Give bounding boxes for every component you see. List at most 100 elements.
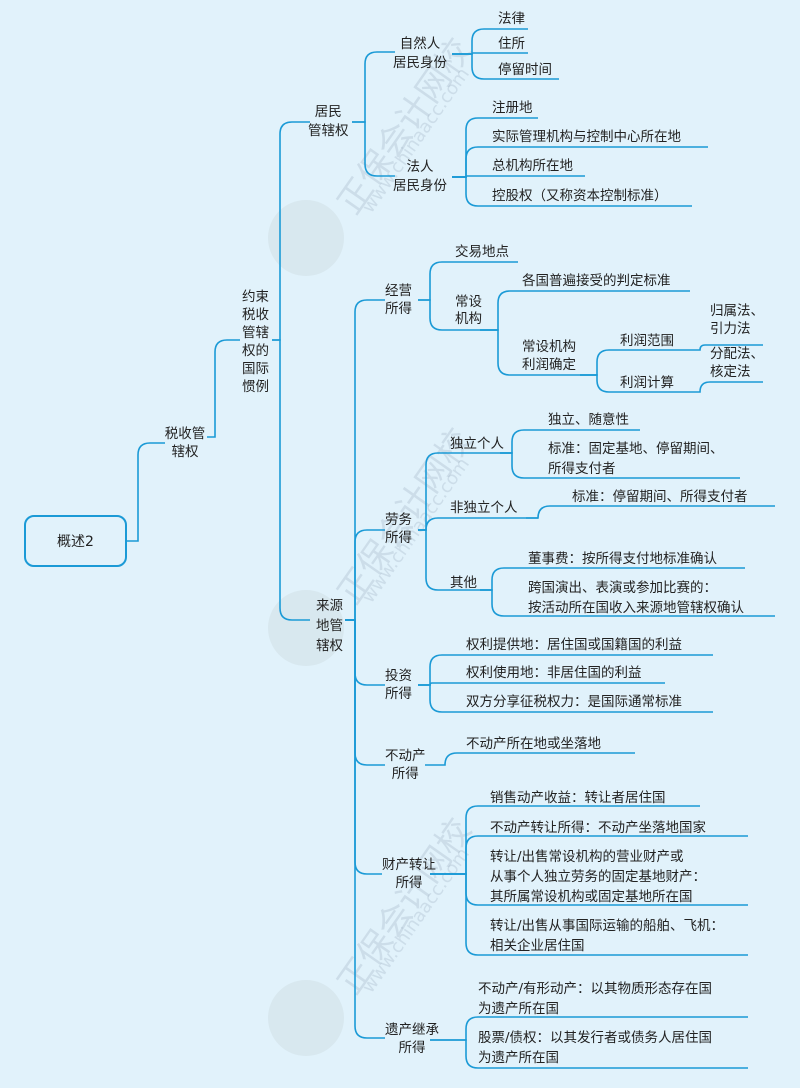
- item-independent-2[interactable]: 标准：固定基地、停留期间、所得支付者: [548, 439, 724, 479]
- item-performers[interactable]: 跨国演出、表演或参加比赛的：按活动所在国收入来源地管辖权确认: [528, 578, 744, 618]
- item-profit-calc[interactable]: 利润计算: [620, 375, 674, 391]
- node-transfer-income[interactable]: 财产转让所得: [382, 856, 436, 892]
- connector-line: [352, 51, 395, 123]
- text-line: 所得: [385, 530, 412, 546]
- item-independent-1[interactable]: 独立、随意性: [548, 412, 629, 428]
- item-registration[interactable]: 注册地: [492, 100, 533, 116]
- node-other[interactable]: 其他: [450, 575, 477, 591]
- node-pe-profit[interactable]: 常设机构利润确定: [522, 338, 576, 374]
- connector-line: [418, 684, 713, 713]
- connector-line: [526, 505, 775, 519]
- connector-line: [480, 290, 690, 331]
- item-investment-2[interactable]: 权利使用地：非居住国的利益: [466, 665, 642, 681]
- text-line: 核定法: [710, 364, 751, 380]
- connector-line: [345, 529, 385, 621]
- node-natural-person[interactable]: 自然人居民身份: [393, 35, 447, 73]
- connector-line: [500, 429, 640, 454]
- item-director-fees[interactable]: 董事费：按所得支付地标准确认: [528, 551, 717, 567]
- text-line: 机构: [455, 311, 482, 327]
- text-line: 管辖: [242, 325, 269, 341]
- item-inheritance-2[interactable]: 股票/债权：以其发行者或债务人居住国为遗产所在国: [478, 1028, 712, 1068]
- item-transaction-place[interactable]: 交易地点: [455, 244, 509, 260]
- connector-line: [345, 299, 385, 621]
- connector-line: [345, 619, 385, 766]
- text-line: 所得支付者: [548, 461, 616, 477]
- text-line: 利润确定: [522, 357, 576, 373]
- connector-line: [430, 1039, 748, 1069]
- node-realestate-income[interactable]: 不动产所得: [385, 747, 426, 783]
- connector-line: [345, 619, 382, 875]
- node-legal-person[interactable]: 法人居民身份: [393, 158, 447, 196]
- node-labor-income[interactable]: 劳务所得: [385, 511, 412, 547]
- text-line: 居民身份: [393, 178, 447, 194]
- text-line: 股票/债权：以其发行者或债务人居住国: [478, 1030, 713, 1046]
- text-line: 分配法、: [710, 346, 764, 362]
- text-line: 国际: [242, 361, 269, 377]
- item-effective-management[interactable]: 实际管理机构与控制中心所在地: [492, 129, 681, 145]
- item-transfer-1[interactable]: 销售动产收益：转让者居住国: [490, 790, 666, 806]
- node-tax-jurisdiction[interactable]: 税收管辖权: [164, 426, 206, 460]
- connector-line: [480, 589, 775, 617]
- watermark-logo: [268, 980, 344, 1056]
- text-line: 惯例: [242, 379, 269, 395]
- text-line: 不动产/有形动产：以其物质形态存在国: [478, 981, 713, 997]
- text-line: 劳务: [385, 512, 412, 528]
- root-node[interactable]: 概述2: [24, 515, 127, 567]
- connector-line: [430, 1016, 748, 1041]
- connector-line: [418, 654, 713, 686]
- node-inheritance-income[interactable]: 遗产继承所得: [385, 1021, 439, 1057]
- connector-line: [418, 517, 538, 531]
- text-line: 居民: [314, 104, 342, 120]
- node-source[interactable]: 来源地管辖权: [316, 596, 343, 656]
- node-international-practice[interactable]: 约束税收管辖权的国际惯例: [242, 288, 269, 396]
- item-domicile[interactable]: 住所: [498, 36, 525, 52]
- item-dependent[interactable]: 标准：停留期间、所得支付者: [572, 489, 748, 505]
- item-investment-1[interactable]: 权利提供地：居住国或国籍国的利益: [466, 637, 682, 653]
- text-line: 为遗产所在国: [478, 1050, 559, 1066]
- text-line: 投资: [385, 668, 412, 684]
- connector-line: [418, 529, 492, 591]
- text-line: 自然人: [399, 36, 441, 52]
- item-transfer-2[interactable]: 不动产转让所得：不动产坐落地国家: [490, 820, 706, 836]
- text-line: 跨国演出、表演或参加比赛的：: [528, 580, 717, 596]
- connector-line: [580, 349, 690, 376]
- text-line: 管辖权: [308, 123, 349, 139]
- item-profit-scope[interactable]: 利润范围: [620, 333, 674, 349]
- node-investment-income[interactable]: 投资所得: [385, 667, 412, 703]
- connector-line: [272, 121, 310, 341]
- connector-line: [127, 442, 165, 542]
- text-line: 经营: [385, 283, 412, 299]
- item-law[interactable]: 法律: [498, 11, 525, 27]
- item-transfer-4[interactable]: 转让/出售从事国际运输的船舶、飞机：相关企业居住国: [490, 916, 724, 956]
- text-line: 居民身份: [393, 55, 447, 71]
- text-line: 地管: [316, 618, 343, 634]
- text-line: 从事个人独立劳务的固定基地财产：: [490, 869, 706, 885]
- connector-line: [345, 619, 385, 686]
- node-independent-personal[interactable]: 独立个人: [450, 436, 504, 452]
- node-permanent-establishment[interactable]: 常设机构: [455, 294, 482, 328]
- item-investment-3[interactable]: 双方分享征税权力：是国际通常标准: [466, 694, 682, 710]
- text-line: 所得: [395, 875, 423, 891]
- connector-line: [500, 452, 740, 479]
- item-controlling-stake[interactable]: 控股权（又称资本控制标准）: [492, 188, 668, 204]
- item-inheritance-1[interactable]: 不动产/有形动产：以其物质形态存在国为遗产所在国: [478, 979, 712, 1019]
- item-pe-criteria[interactable]: 各国普遍接受的判定标准: [522, 273, 671, 289]
- connector-line: [418, 261, 518, 301]
- item-scope-methods[interactable]: 归属法、引力法: [710, 302, 764, 338]
- item-realestate[interactable]: 不动产所在地或坐落地: [466, 736, 601, 752]
- text-line: 标准：固定基地、停留期间、: [548, 441, 724, 457]
- text-line: 辖权: [316, 638, 343, 654]
- item-transfer-3[interactable]: 转让/出售常设机构的营业财产或从事个人独立劳务的固定基地财产：其所属常设机构或固…: [490, 847, 706, 907]
- text-line: 为遗产所在国: [478, 1001, 559, 1017]
- connector-line: [690, 381, 763, 393]
- item-stay-time[interactable]: 停留时间: [498, 62, 552, 78]
- node-residence[interactable]: 居民管辖权: [308, 103, 349, 141]
- node-dependent-personal[interactable]: 非独立个人: [450, 500, 518, 516]
- text-line: 税收: [242, 307, 269, 323]
- item-head-office[interactable]: 总机构所在地: [492, 158, 573, 174]
- item-calc-methods[interactable]: 分配法、核定法: [710, 345, 764, 381]
- connector-line: [430, 835, 748, 875]
- node-business-income[interactable]: 经营所得: [385, 282, 412, 318]
- text-line: 常设机构: [522, 339, 576, 355]
